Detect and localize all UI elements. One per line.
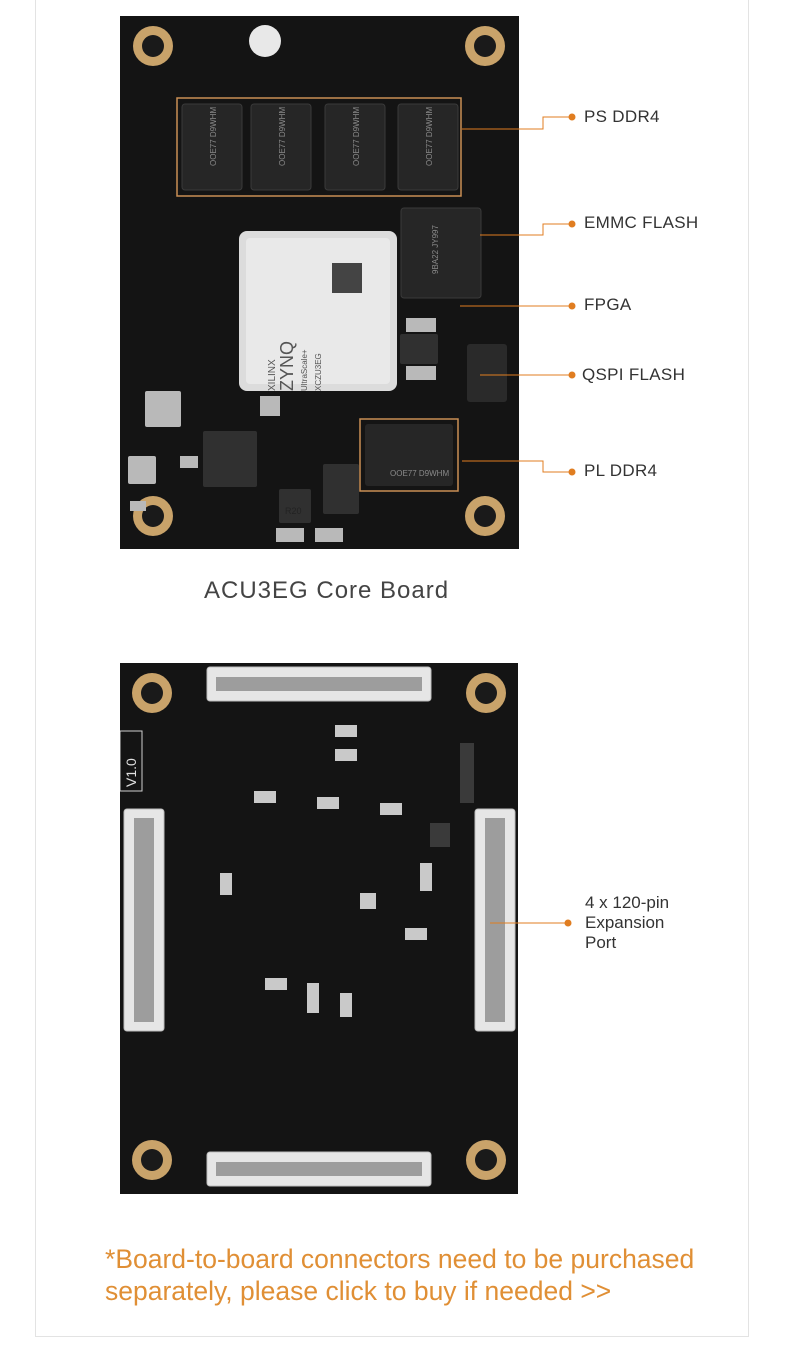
- core-board-top-graphic: OOE77 D9WHM OOE77 D9WHM OOE77 D9WHM OOE7…: [128, 25, 507, 542]
- callout-emmc-flash: EMMC FLASH: [584, 213, 699, 232]
- svg-text:OOE77 D9WHM: OOE77 D9WHM: [209, 107, 218, 166]
- callout-expansion-line3: Port: [585, 933, 617, 952]
- callout-expansion-line2: Expansion: [585, 913, 665, 932]
- svg-text:9BA22 JY997: 9BA22 JY997: [431, 225, 440, 274]
- purchase-note-link[interactable]: *Board-to-board connectors need to be pu…: [105, 1243, 745, 1307]
- callout-expansion-port: 4 x 120-pin Expansion Port: [585, 893, 669, 953]
- svg-text:V1.0: V1.0: [123, 758, 139, 787]
- svg-text:UltraScale+: UltraScale+: [300, 349, 309, 391]
- mounting-hole-icon: [132, 673, 506, 1180]
- svg-text:OOE77 D9WHM: OOE77 D9WHM: [352, 107, 361, 166]
- svg-text:OOE77 D9WHM: OOE77 D9WHM: [425, 107, 434, 166]
- callout-fpga: FPGA: [584, 295, 632, 314]
- svg-text:OOE77 D9WHM: OOE77 D9WHM: [390, 469, 449, 478]
- svg-text:XILINX: XILINX: [267, 359, 278, 391]
- callout-qspi-flash: QSPI FLASH: [582, 365, 686, 384]
- callout-pl-ddr4: PL DDR4: [584, 461, 658, 480]
- content-frame: [35, 0, 749, 1337]
- svg-text:OOE77 D9WHM: OOE77 D9WHM: [278, 107, 287, 166]
- connector-icon: [123, 666, 516, 1187]
- top-callout-leaders: [460, 113, 576, 476]
- core-board-bottom-image: V1.0: [120, 663, 518, 1194]
- callout-expansion-line1: 4 x 120-pin: [585, 893, 670, 912]
- callout-ps-ddr4: PS DDR4: [584, 107, 660, 126]
- svg-text:XCZU3EG: XCZU3EG: [314, 353, 323, 391]
- board-caption: ACU3EG Core Board: [204, 577, 450, 604]
- purchase-note-line2: separately, please click to buy if neede…: [105, 1276, 612, 1306]
- core-board-top-image: OOE77 D9WHM OOE77 D9WHM OOE77 D9WHM OOE7…: [120, 16, 519, 549]
- core-board-bottom-graphic: V1.0: [120, 666, 516, 1187]
- bottom-callout-leader: [490, 919, 572, 927]
- purchase-note-line1: *Board-to-board connectors need to be pu…: [105, 1244, 695, 1274]
- svg-text:R20: R20: [285, 506, 302, 516]
- svg-text:ZYNQ: ZYNQ: [277, 341, 297, 391]
